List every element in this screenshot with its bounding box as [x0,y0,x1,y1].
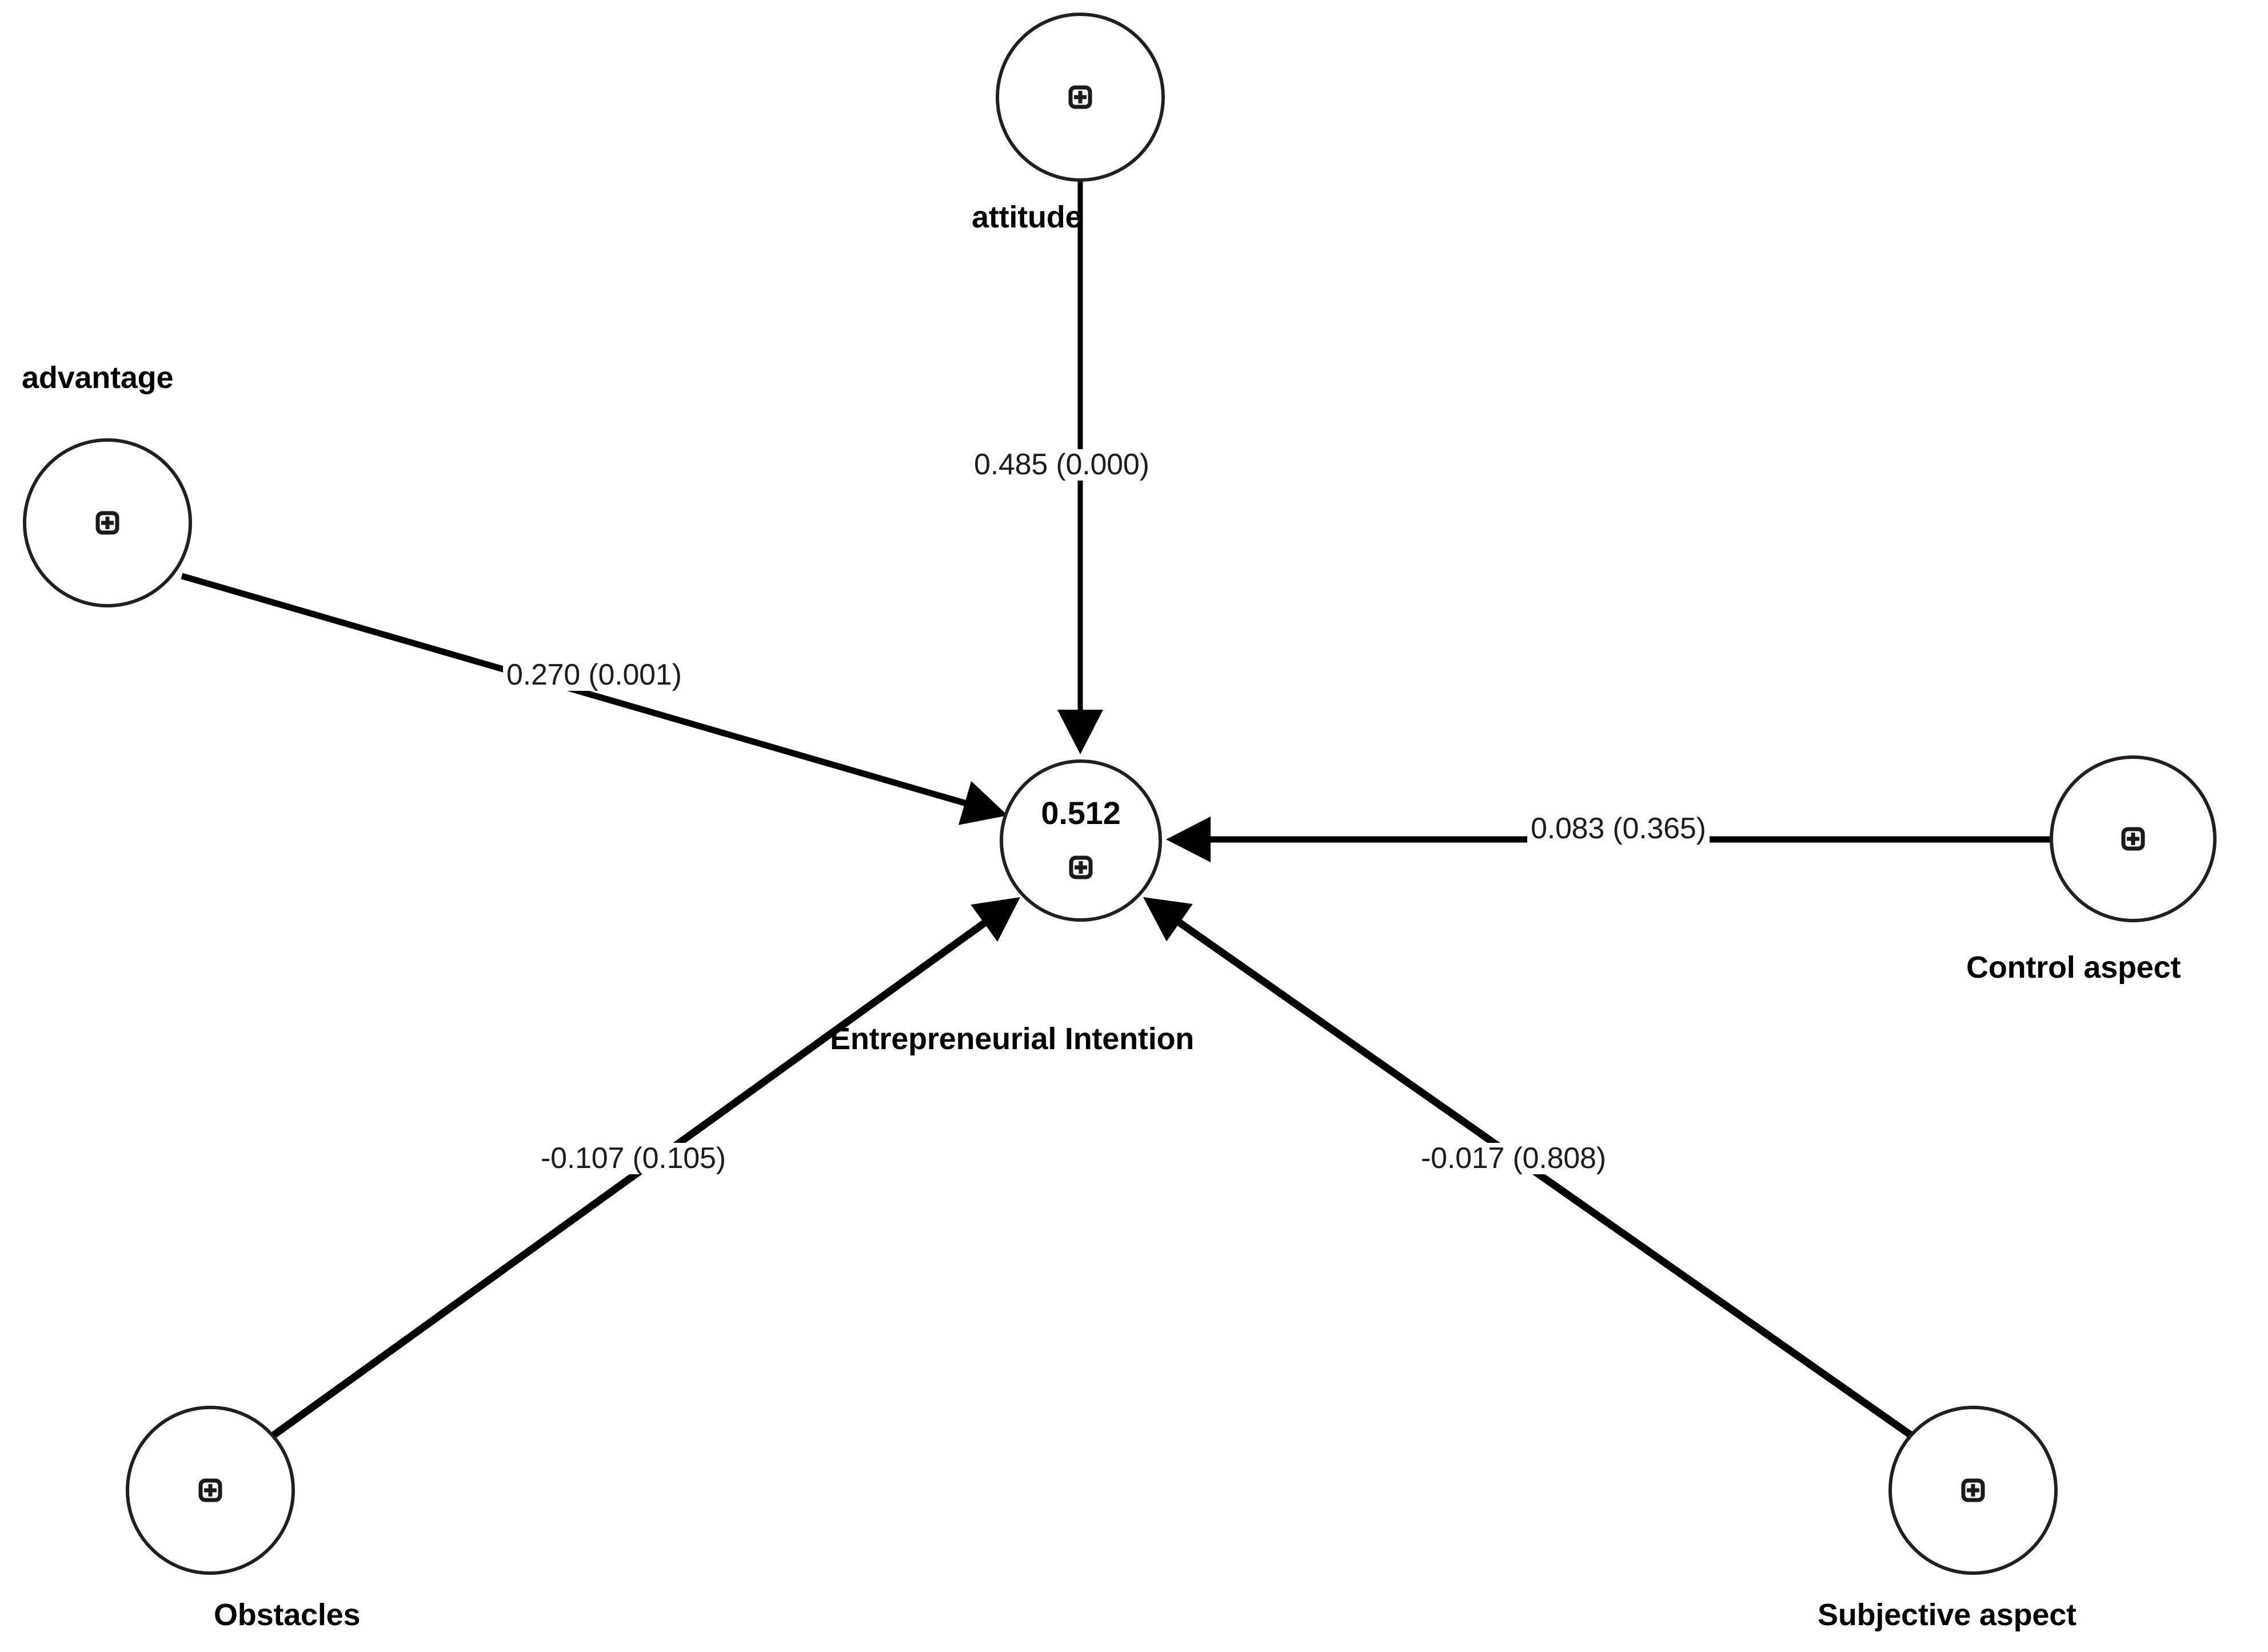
edge-attitude-to-ei[interactable] [1057,180,1103,754]
node-advantage[interactable] [23,438,192,607]
construct-label-advantage: advantage [22,361,174,395]
construct-label-subjective-aspect: Subjective aspect [1818,1598,2077,1632]
plus-in-square-icon [1961,1478,1985,1502]
node-control-aspect[interactable] [2050,755,2217,922]
path-coefficient-subjective-aspect-to-ei: -0.017 (0.808) [1418,1143,1610,1174]
construct-label-obstacles: Obstacles [214,1598,361,1632]
edge-advantage-to-ei[interactable] [181,573,1008,825]
r-squared-value-entrepreneurial-intention: 0.512 [1041,795,1121,831]
construct-label-control-aspect: Control aspect [1966,950,2181,985]
plus-in-square-icon [198,1478,222,1502]
path-coefficient-control-aspect-to-ei: 0.083 (0.365) [1527,813,1710,845]
node-layer [23,13,2217,1575]
construct-label-attitude: attitude [972,200,1083,234]
arrowhead-icon [1057,710,1103,754]
plus-in-square-icon [1068,85,1092,109]
edge-shaft [1175,918,1914,1439]
path-coefficient-obstacles-to-ei: -0.107 (0.105) [537,1143,729,1174]
plus-in-square-icon [1069,855,1093,879]
path-coefficient-advantage-to-ei: 0.270 (0.001) [503,659,685,691]
plus-in-square-icon [95,511,119,535]
arrowhead-icon [1166,817,1211,862]
node-subjective-aspect[interactable] [1888,1406,2058,1575]
node-circle-entrepreneurial-intention[interactable] [1000,759,1162,922]
edge-obstacles-to-ei[interactable] [271,897,1020,1439]
plus-in-square-icon [2121,827,2145,851]
node-entrepreneurial-intention[interactable] [1000,759,1162,922]
construct-label-entrepreneurial-intention: Entrepreneurial Intention [830,1022,1195,1056]
edge-subjective-aspect-to-ei[interactable] [1143,897,1914,1439]
arrowhead-icon [971,897,1020,942]
node-obstacles[interactable] [126,1406,295,1575]
edge-shaft [271,918,989,1439]
arrowhead-icon [1143,897,1193,942]
path-coefficient-attitude-to-ei: 0.485 (0.000) [971,449,1153,481]
node-attitude[interactable] [996,13,1165,182]
arrowhead-icon [958,781,1008,825]
